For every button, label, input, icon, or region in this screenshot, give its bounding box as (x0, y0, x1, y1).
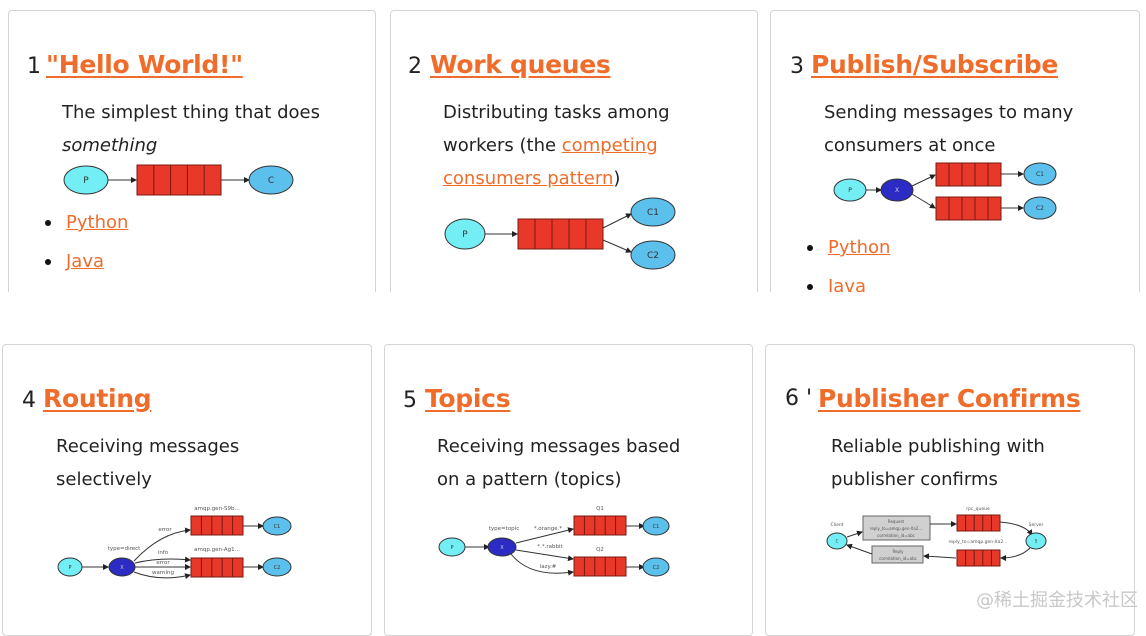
desc-line: Reliable publishing with (831, 436, 1045, 457)
tutorial-description: Receiving messages selectively (56, 430, 239, 496)
desc-text: workers (the (443, 135, 562, 156)
desc-line: Receiving messages based (437, 436, 681, 457)
competing-consumers-link[interactable]: consumers pattern (443, 168, 614, 189)
tutorial-title-link[interactable]: Publisher Confirms (818, 384, 1081, 413)
bullet-icon (45, 259, 51, 265)
tutorial-description: Receiving messages based on a pattern (t… (437, 430, 680, 496)
java-link[interactable]: Java (828, 276, 867, 297)
tutorial-number: 3 (790, 54, 804, 79)
tutorial-title-link[interactable]: "Hello World!" (46, 50, 243, 79)
tutorial-card-5 (384, 344, 753, 636)
bullet-icon (45, 220, 51, 226)
tutorial-title-link[interactable]: Work queues (430, 50, 611, 79)
desc-line: Receiving messages (56, 436, 240, 457)
competing-consumers-link[interactable]: competing (561, 135, 658, 156)
tutorial-number: 1 (27, 54, 41, 79)
tutorial-title-link[interactable]: Topics (425, 384, 511, 413)
bullet-icon (807, 284, 813, 290)
desc-line: The simplest thing that does (62, 102, 320, 123)
section-gap (0, 292, 1146, 342)
tutorial-card-6 (765, 344, 1135, 636)
tutorial-card-2 (390, 10, 758, 312)
desc-text: ) (613, 168, 621, 189)
desc-line: Distributing tasks among (443, 102, 670, 123)
tutorial-description: Sending messages to many consumers at on… (824, 96, 1073, 162)
tutorial-number: 4 (22, 388, 36, 413)
language-item: Java (807, 276, 866, 297)
tutorial-card-4 (2, 344, 372, 636)
desc-line: on a pattern (topics) (437, 469, 622, 490)
tutorial-title-link[interactable]: Routing (43, 384, 152, 413)
desc-line: workers (the competing (443, 129, 670, 162)
desc-line: consumers at once (824, 135, 996, 156)
tutorial-description: Reliable publishing with publisher confi… (831, 430, 1045, 496)
watermark: @稀土掘金技术社区 (976, 590, 1138, 611)
python-link[interactable]: Python (66, 212, 129, 233)
tutorial-number: 2 (408, 54, 422, 79)
tutorial-number: 5 (403, 388, 417, 413)
python-link[interactable]: Python (828, 237, 891, 258)
tutorial-number: 6 ' (785, 386, 813, 411)
bullet-icon (807, 245, 813, 251)
tutorial-title-link[interactable]: Publish/Subscribe (811, 50, 1059, 79)
tutorial-card-1 (8, 10, 376, 312)
language-item: Java (45, 251, 104, 272)
tutorial-description: The simplest thing that does something (62, 96, 320, 162)
tutorial-description: Distributing tasks among workers (the co… (443, 96, 670, 195)
language-item: Python (45, 212, 128, 233)
desc-line: Sending messages to many (824, 102, 1074, 123)
java-link[interactable]: Java (66, 251, 105, 272)
desc-line: consumers pattern) (443, 162, 670, 195)
desc-line: something (62, 135, 158, 156)
desc-line: publisher confirms (831, 469, 998, 490)
language-item: Python (807, 237, 890, 258)
desc-line: selectively (56, 469, 152, 490)
